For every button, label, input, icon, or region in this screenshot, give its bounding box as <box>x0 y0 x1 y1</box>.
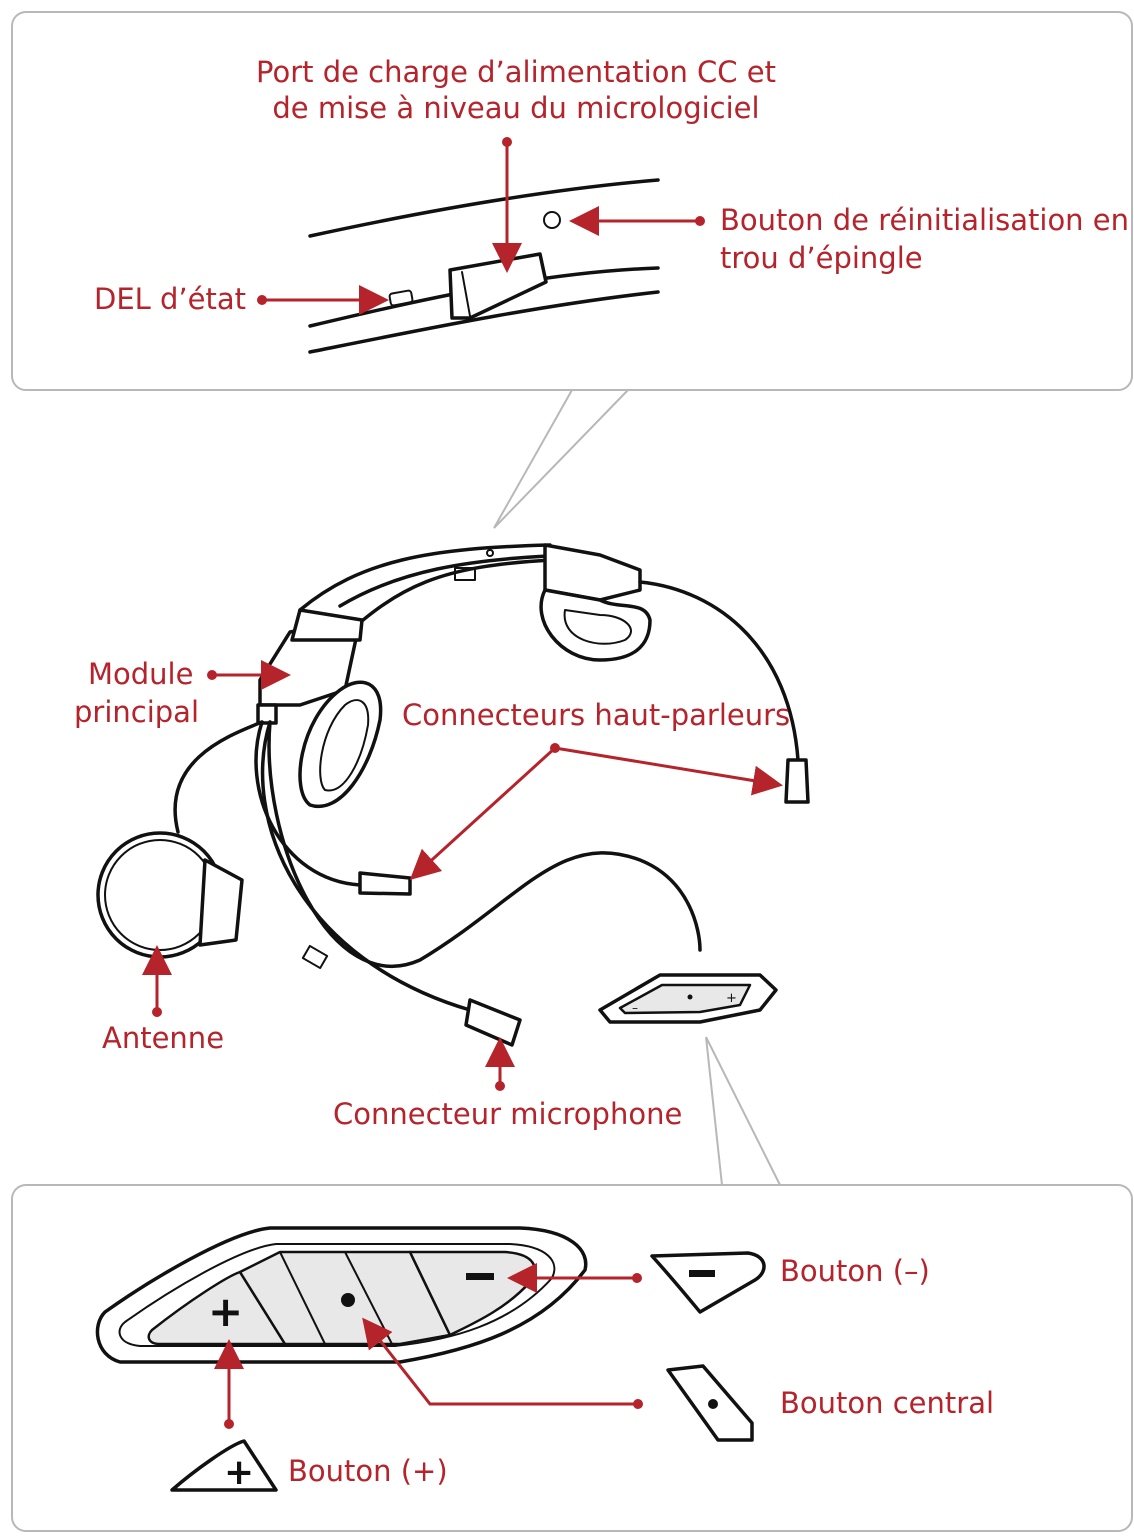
reset-label-line2: trou d’épingle <box>720 241 923 275</box>
svg-text:+: + <box>224 1452 254 1493</box>
microphone-label: Connecteur microphone <box>333 1097 682 1131</box>
svg-text:+: + <box>726 991 737 1006</box>
port-label-line2: de mise à niveau du micrologiciel <box>272 91 759 125</box>
remote-closeup: + <box>95 1226 588 1364</box>
svg-text:–: – <box>632 1001 638 1015</box>
speaker-arrow-left <box>409 746 557 881</box>
svg-text:+: + <box>208 1287 243 1336</box>
center-button-label: Bouton central <box>780 1386 994 1420</box>
reset-pinhole-icon <box>543 211 561 229</box>
reset-label-line1: Bouton de réinitialisation en <box>720 203 1129 237</box>
top-callout-pointer <box>493 389 629 529</box>
minus-button-label: Bouton (–) <box>780 1254 930 1288</box>
speakers-label: Connecteurs haut-parleurs <box>402 698 790 732</box>
port-label-line1: Port de charge d’alimentation CC et <box>256 55 776 89</box>
led-label: DEL d’état <box>94 282 246 316</box>
module-label-line1: Module <box>88 657 193 691</box>
left-speaker-connector <box>358 871 412 896</box>
headband-closeup <box>308 178 660 354</box>
minus-button-icon <box>650 1251 766 1314</box>
right-speaker-connector <box>784 758 810 804</box>
charge-port-icon <box>448 252 548 320</box>
speaker-arrow-right <box>554 746 783 796</box>
antenna-label: Antenne <box>102 1021 224 1055</box>
plus-button-icon <box>170 1439 278 1492</box>
plus-button-label: Bouton (+) <box>288 1454 448 1488</box>
bottom-callout-pointer <box>705 1036 781 1186</box>
microphone-connector <box>464 998 522 1047</box>
center-arrow <box>362 1317 638 1406</box>
headset-device: – + <box>96 543 810 1047</box>
module-label-line2: principal <box>74 695 199 729</box>
status-led-icon <box>388 289 414 307</box>
